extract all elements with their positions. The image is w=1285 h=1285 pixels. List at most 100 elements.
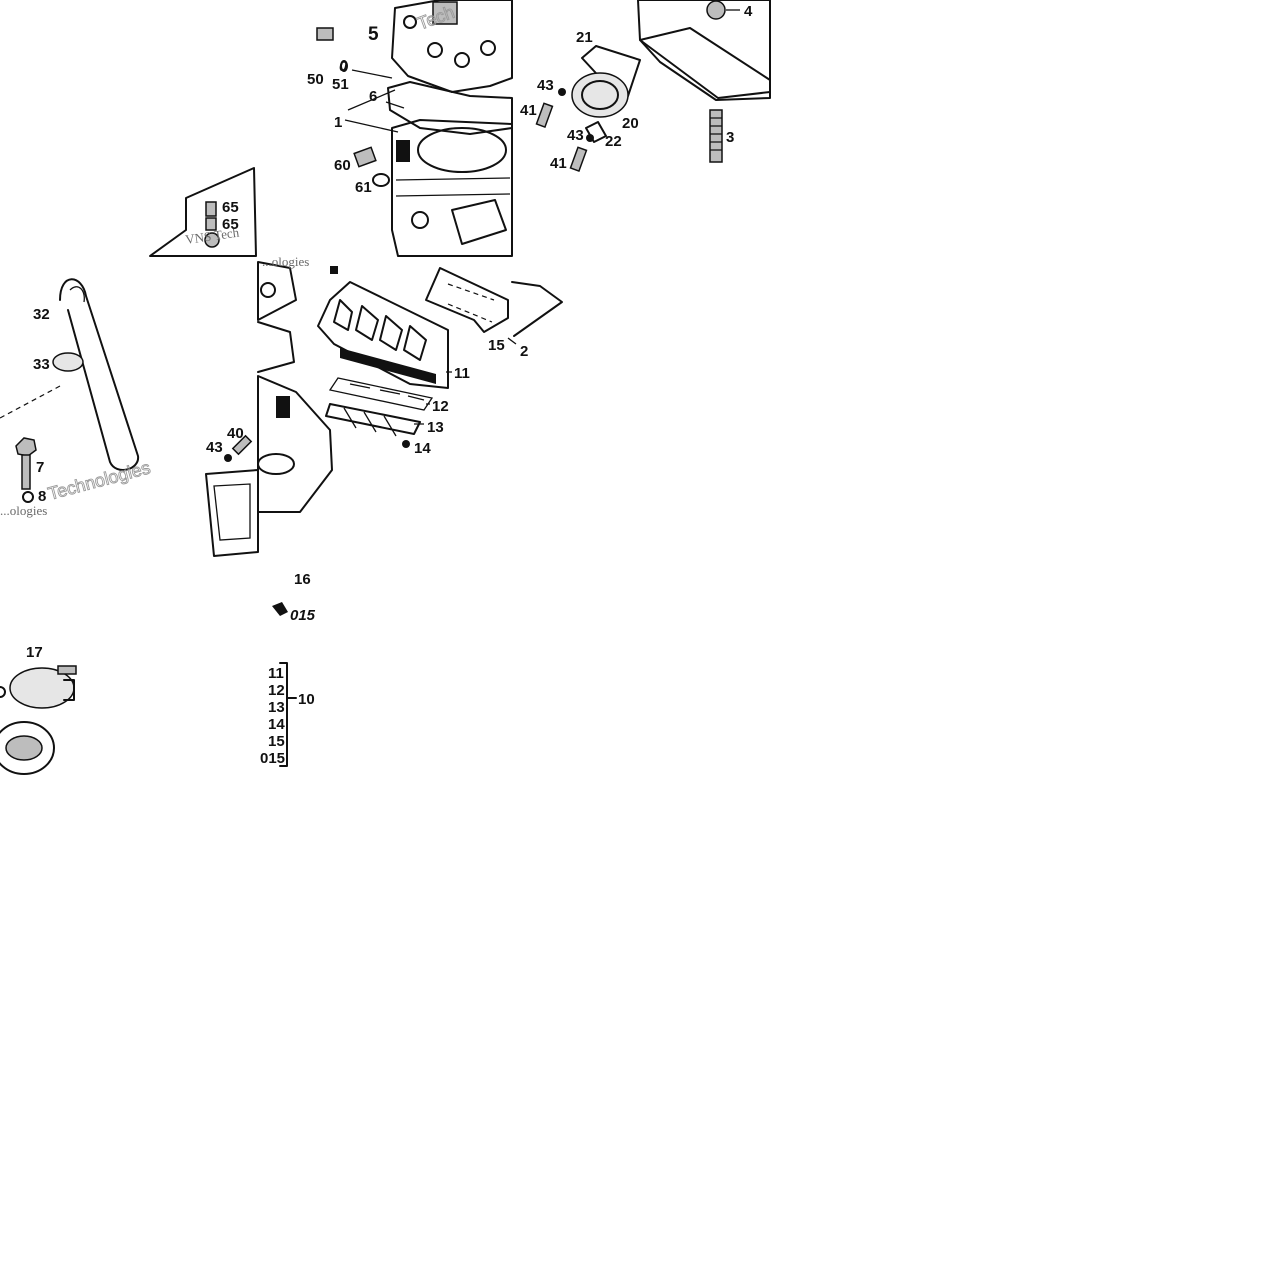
callout-65: 65 <box>222 216 239 233</box>
clamp-17-band <box>63 679 75 701</box>
kit-bracket <box>279 662 297 767</box>
screw-14 <box>402 440 410 448</box>
stud-threads <box>710 117 722 151</box>
intake-manifold-16 <box>205 469 259 557</box>
reed-block-base <box>340 348 436 384</box>
washer-8 <box>22 491 34 503</box>
bolt-65 <box>205 201 217 217</box>
dashed-outline <box>0 385 61 419</box>
cylinder-port <box>276 396 290 418</box>
kit-label-10: 10 <box>298 691 315 708</box>
spacer-15-dash <box>447 283 495 323</box>
exhaust-flange-bore <box>581 80 619 110</box>
hose-32 <box>59 278 140 471</box>
head-bolt-hole <box>454 52 470 68</box>
reed-12 <box>328 377 434 411</box>
exhaust-flange-panel <box>535 0 771 173</box>
crankcase-fragment <box>149 167 257 257</box>
screw-60 <box>353 146 377 168</box>
callout-13: 13 <box>427 419 444 436</box>
kit-item: 11 <box>268 665 284 682</box>
callout-61: 61 <box>355 179 372 196</box>
leader-line <box>414 337 517 425</box>
callout-51-washer: 0 <box>339 58 348 75</box>
clamp-17-screw <box>57 665 77 675</box>
callout-33: 33 <box>33 356 50 373</box>
cylinder-boss <box>260 282 276 298</box>
callout-15: 15 <box>488 337 505 354</box>
callout-14: 14 <box>414 440 431 457</box>
head-bolt-hole <box>403 15 417 29</box>
callout-11: 11 <box>454 365 470 382</box>
callout-43: 43 <box>537 77 554 94</box>
callout-16: 16 <box>294 571 311 588</box>
bolt-41 <box>535 102 554 129</box>
callout-41: 41 <box>550 155 567 172</box>
callout-1: 1 <box>334 114 342 131</box>
washer-43 <box>224 454 232 462</box>
cylinder-assembly-panel <box>316 0 513 257</box>
cylinder-fins <box>395 177 511 197</box>
cylinder-fragment <box>257 261 297 321</box>
bolt-41 <box>569 146 588 173</box>
callout-2: 2 <box>520 343 528 360</box>
cylinder-gasket-fragment <box>257 321 295 373</box>
callout-41: 41 <box>520 102 537 119</box>
reed-block-11 <box>317 281 449 389</box>
reed-12-slots <box>349 383 425 401</box>
kit-item: 12 <box>268 682 285 699</box>
cylinder-boss <box>411 211 429 229</box>
air-intake-fragment <box>0 686 6 698</box>
spacer-15 <box>425 267 509 333</box>
cylinder-bore <box>417 127 507 173</box>
callout-21: 21 <box>576 29 593 46</box>
callout-40: 40 <box>227 425 244 442</box>
hose-32-inner <box>69 286 85 303</box>
watermark: Tech <box>415 2 458 34</box>
callout-6: 6 <box>369 88 377 105</box>
screw-015 <box>272 602 288 616</box>
exhaust-port <box>451 199 507 245</box>
callout-7: 7 <box>36 459 44 476</box>
exhaust-flange-20 <box>571 72 629 118</box>
bolt-7-head <box>15 437 37 457</box>
watermark: Technologies <box>46 457 153 504</box>
spark-plug-boss <box>432 1 458 25</box>
gasket-2 <box>511 281 563 337</box>
callout-50: 50 <box>307 71 324 88</box>
kit-item: 15 <box>268 733 285 750</box>
callout-22: 22 <box>605 133 622 150</box>
reed-petal <box>333 299 353 331</box>
bolt-65-head <box>204 232 220 248</box>
air-intake-inner <box>5 735 43 761</box>
leader-line <box>344 69 405 133</box>
air-intake <box>0 721 55 775</box>
reed-petal <box>355 305 379 341</box>
callout-43: 43 <box>567 127 584 144</box>
cylinder-port <box>396 140 410 162</box>
washer-61 <box>372 173 390 187</box>
crankcase-outline <box>149 167 257 257</box>
callout-32: 32 <box>33 306 50 323</box>
callout-5: 5 <box>368 24 379 45</box>
manifold-gasket <box>639 27 771 101</box>
head-bolt-hole <box>480 40 496 56</box>
reed-valve-panel <box>205 261 563 557</box>
hose-panel <box>0 278 140 503</box>
reed-stopper-13 <box>325 403 421 435</box>
bolt-7-shaft <box>21 454 31 490</box>
intake-manifold-window <box>213 483 251 541</box>
loose-parts <box>0 602 297 775</box>
head-bolt-hole <box>427 42 443 58</box>
callout-43: 43 <box>206 439 223 456</box>
screw-40 <box>231 434 253 456</box>
stud-3 <box>709 109 723 163</box>
cylinder-barrel <box>391 119 513 257</box>
watermark: ...ologies <box>262 254 309 269</box>
callout-17: 17 <box>26 644 43 661</box>
callout-65: 65 <box>222 199 239 216</box>
reed-petal <box>379 315 403 351</box>
callout-51: 51 <box>332 76 349 93</box>
reed-stopper-ribs <box>343 407 397 437</box>
